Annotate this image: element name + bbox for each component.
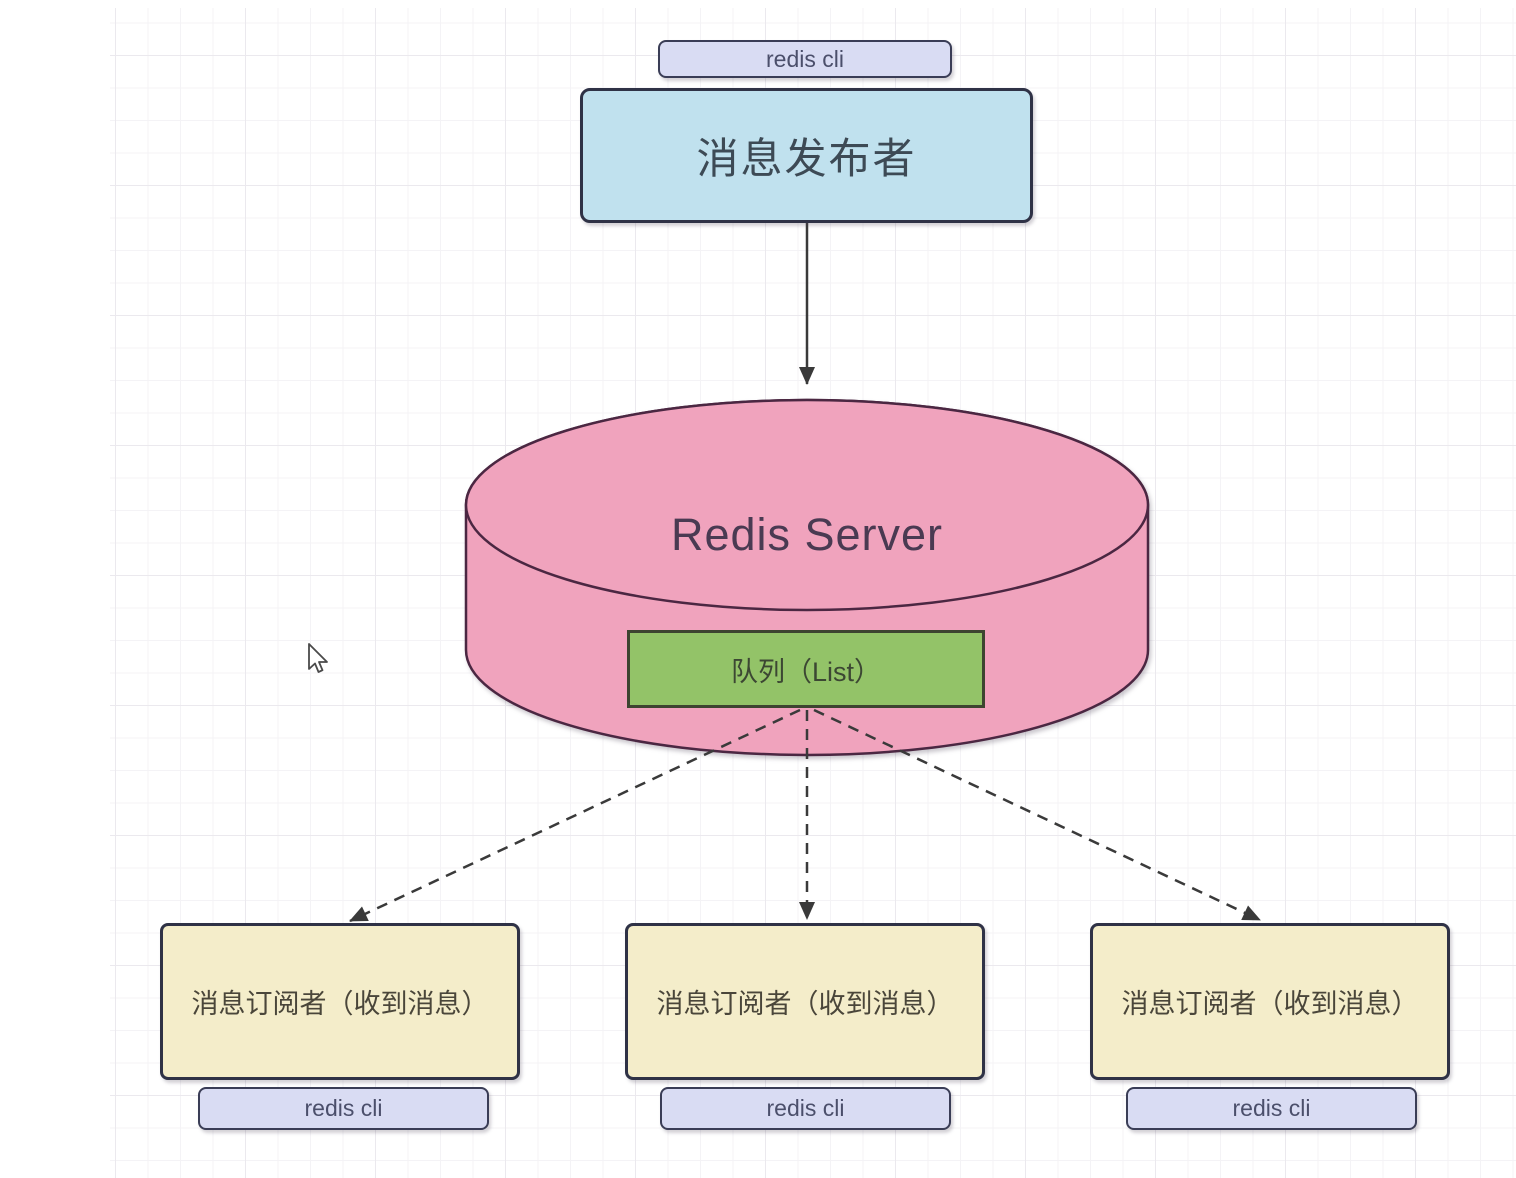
publisher-node[interactable]: 消息发布者 (580, 88, 1033, 223)
subscriber-node-1[interactable]: 消息订阅者（收到消息） (160, 923, 520, 1080)
queue-to-subscriber3-connector[interactable] (813, 708, 1261, 922)
publisher-label: 消息发布者 (696, 135, 917, 182)
subscriber-label: 消息订阅者（收到消息） (1121, 989, 1419, 1019)
subscriber-label: 消息订阅者（收到消息） (191, 989, 489, 1019)
subscriber-node-3[interactable]: 消息订阅者（收到消息） (1090, 923, 1450, 1080)
subscriber-label: 消息订阅者（收到消息） (656, 989, 954, 1019)
queue-to-subscriber1-connector[interactable] (349, 708, 801, 923)
publisher-cli-badge-label: redis cli (766, 45, 844, 72)
queue-label: 队列（List） (730, 656, 882, 687)
queue-node[interactable]: 队列（List） (627, 630, 985, 708)
subscriber2-cli-badge[interactable]: redis cli (660, 1087, 951, 1130)
subscriber3-cli-badge[interactable]: redis cli (1126, 1087, 1417, 1130)
publisher-cli-badge[interactable]: redis cli (658, 40, 952, 78)
redis-server-cylinder[interactable] (464, 398, 1150, 757)
subscriber-node-2[interactable]: 消息订阅者（收到消息） (625, 923, 985, 1080)
mouse-cursor-icon (308, 643, 328, 673)
redis-server-label: Redis Server (670, 509, 944, 560)
subscriber1-cli-badge[interactable]: redis cli (198, 1087, 489, 1130)
